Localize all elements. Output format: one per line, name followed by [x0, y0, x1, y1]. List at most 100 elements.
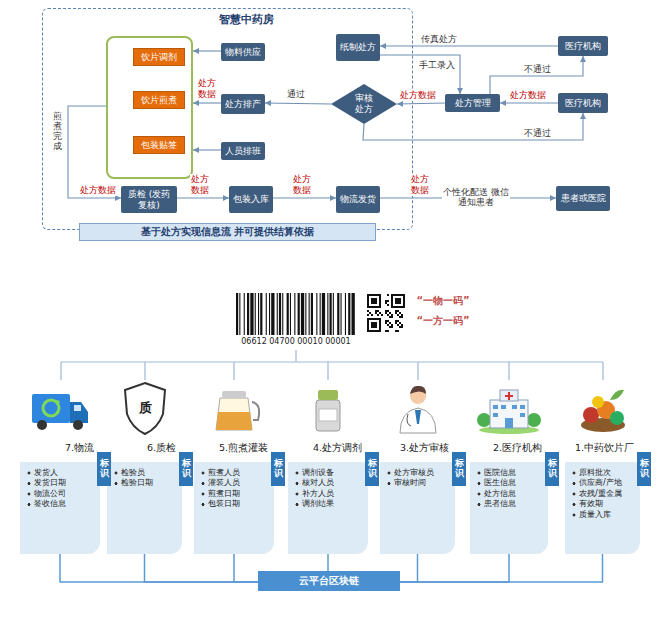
- bar: [290, 293, 291, 335]
- barcode-number: 06612 04700 00010 00001: [232, 337, 360, 347]
- drawing-part: [387, 320, 389, 322]
- drawing-part: [371, 322, 377, 328]
- drawing-part: [583, 407, 599, 423]
- drawing-part: [493, 405, 525, 428]
- drawing-part: [367, 318, 381, 332]
- list-item: 审核时间: [386, 478, 439, 488]
- drawing-part: [512, 405, 517, 409]
- tree-path: [61, 350, 603, 380]
- tag-label: 标识: [637, 452, 651, 486]
- info-card: 3.处方审核处方审核员审核时间标识: [380, 462, 455, 554]
- tag-label: 标识: [271, 452, 285, 486]
- process-box: 医疗机构: [558, 36, 608, 56]
- list-item: 核对人员: [294, 478, 352, 488]
- node-text: 标识: [274, 459, 283, 479]
- connector: [380, 45, 558, 46]
- drawing-part: [387, 294, 389, 296]
- connector: [234, 554, 258, 582]
- doctor-icon: [400, 386, 436, 433]
- process-box: 纸制处方: [336, 34, 380, 61]
- bar: [250, 293, 253, 335]
- drawing-part: [501, 405, 506, 409]
- connector: [490, 56, 583, 94]
- qr-code: [367, 294, 405, 332]
- tag-label: 标识: [545, 452, 559, 486]
- drawing-part: [389, 312, 391, 314]
- edge-label: 处方数据: [197, 78, 217, 100]
- bar: [266, 293, 267, 335]
- drawing-part: [391, 294, 405, 308]
- drawing-part: [125, 383, 165, 434]
- drawing-part: [70, 402, 88, 423]
- edge-label: 煎煮完成: [53, 112, 62, 152]
- edge-label: 处方数据: [410, 174, 430, 196]
- connector: [363, 113, 583, 140]
- slogan: “一方一码”: [412, 315, 474, 327]
- drawing-part: [395, 310, 397, 312]
- edge-label: 传真处方: [420, 34, 458, 45]
- tag-label: 标识: [365, 452, 379, 486]
- step-box: 饮片调剂: [133, 48, 185, 66]
- drawing-part: [407, 414, 411, 426]
- drawing-part: [527, 413, 541, 427]
- drawing-part: [369, 296, 379, 306]
- edge-label: 不通过: [522, 128, 552, 139]
- bar: [311, 293, 313, 335]
- connector: [177, 197, 229, 198]
- drawing-part: [387, 324, 389, 326]
- drawing-part: [399, 316, 401, 318]
- truck-icon: [32, 394, 88, 430]
- drawing-part: [375, 310, 377, 312]
- list-item: 供应商/产地: [571, 478, 624, 488]
- edge-label: 不通过: [522, 64, 552, 75]
- process-box: 处方排产: [221, 94, 265, 114]
- drawing-part: [395, 330, 397, 332]
- connector: [265, 103, 331, 104]
- node-text: 标识: [182, 459, 191, 479]
- drawing-part: [367, 310, 369, 312]
- node-text: 物流发货: [340, 194, 376, 205]
- bar: [337, 293, 339, 335]
- bar: [277, 293, 278, 335]
- drawing-part: [399, 326, 401, 328]
- drawing-part: [400, 408, 436, 433]
- list-item: 质量入库: [571, 510, 624, 520]
- process-box: 人员排班: [221, 142, 265, 160]
- drawing-part: [401, 326, 403, 328]
- list-item: 农残/重金属: [571, 489, 624, 499]
- node-text: 人员排班: [225, 146, 261, 157]
- tree-lines: [61, 350, 603, 380]
- diamond-outline: [331, 84, 397, 124]
- drawing-part: [401, 314, 403, 316]
- decision-diamond: 审核处方: [331, 84, 397, 124]
- list-item: 检验日期: [113, 478, 166, 488]
- drawing-part: [385, 320, 387, 322]
- drawing-part: [387, 314, 389, 316]
- drawing-part: [377, 310, 379, 312]
- drawing-part: [216, 412, 252, 430]
- connector: [193, 50, 221, 51]
- drawing-part: [387, 310, 389, 312]
- drawing-part: [477, 413, 491, 427]
- drawing-part: [369, 312, 371, 314]
- edge-label: 通过: [285, 89, 307, 100]
- step-box: 包装贴签: [133, 136, 185, 154]
- drawing-part: [389, 326, 391, 328]
- drawing-part: [369, 320, 379, 330]
- list-item: 签收信息: [26, 499, 84, 509]
- tag-label: 标识: [452, 452, 466, 486]
- herb-icon: [581, 390, 625, 432]
- node-text: 医疗机构: [565, 41, 601, 52]
- data-label: 处方数据: [78, 185, 118, 196]
- bar: [301, 293, 304, 335]
- drawing-part: [395, 320, 397, 322]
- process-box: 质检 (发药复核): [121, 186, 177, 213]
- drawing-part: [389, 316, 391, 318]
- drawing-part: [395, 322, 397, 324]
- node-text: 智慧中药房: [219, 12, 274, 27]
- drawing-part: [395, 312, 397, 314]
- node-text: 处方排产: [225, 99, 261, 110]
- bar: [345, 293, 346, 335]
- drawing-part: [385, 300, 387, 302]
- list-item: 补方人员: [294, 489, 352, 499]
